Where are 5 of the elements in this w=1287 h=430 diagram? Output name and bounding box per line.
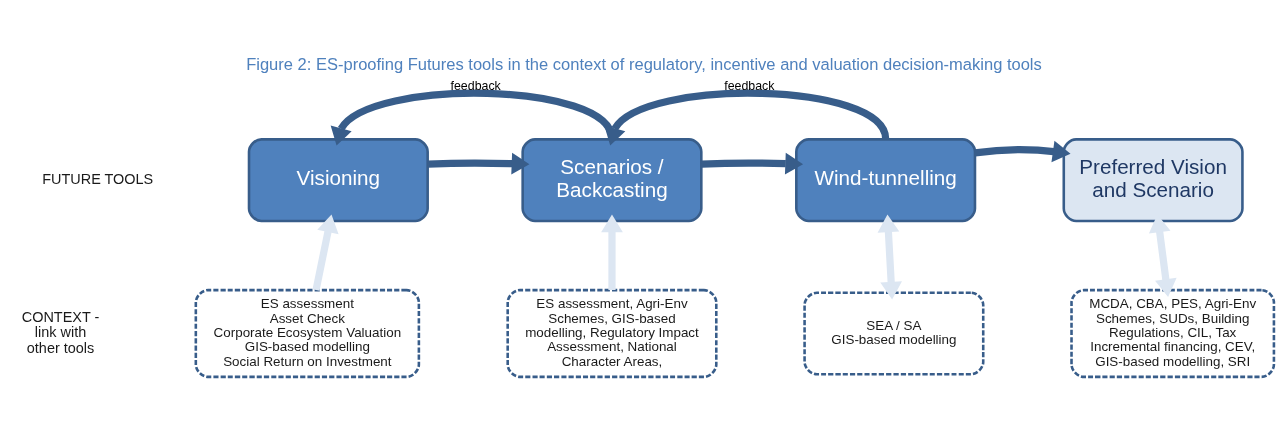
label: CONTEXT - link with other tools	[21, 308, 99, 356]
edge-label: feedback	[450, 78, 501, 93]
label: FUTURE TOOLS	[41, 170, 153, 187]
diagram-title: Figure 2: ES-proofing Futures tools in the context of regulatory, incentive and valuation decision-making tools	[245, 55, 1042, 75]
edge-label: feedback	[723, 78, 774, 93]
